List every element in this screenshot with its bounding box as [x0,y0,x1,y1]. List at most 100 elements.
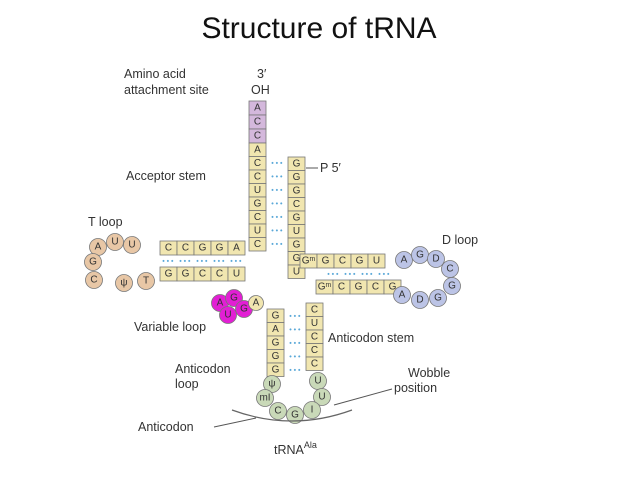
d-stem-bottom-base-letter: G [355,282,363,293]
anticodon-loop-base: U [309,372,327,390]
t-stem-pair-dots: ∙∙∙ [229,257,242,265]
d-stem-top-base-letter: C [339,256,346,267]
anticodon-right-base: C [305,302,324,317]
acceptor-left-base: C [248,237,267,252]
acceptor-pair-dots: ∙∙∙ [270,173,283,181]
anticodon-left-base-letter: G [272,351,280,362]
wobble-base: I [303,401,321,419]
t-stem-bottom-base-letter: G [182,269,190,280]
t-loop-base: ψ [115,274,133,292]
acceptor-left-base-letter: C [254,171,261,182]
anticodon-loop-base-letter: ψ [268,379,275,390]
d-stem-bottom-base-letter: G [389,282,397,293]
t-loop-base: U [123,236,141,254]
t-stem-pair-dots: ∙∙∙ [161,257,174,265]
page-title: Structure of tRNA [201,12,437,45]
terminal-base: C [248,114,267,130]
terminal-base-letter: C [254,117,261,128]
anticodon-left-base-letter: A [272,324,279,335]
d-loop-base: G [443,277,461,295]
acceptor-left-base: U [248,223,267,238]
wobble-label-line1: Wobble [408,366,450,380]
acceptor-pair-dots: ∙∙∙ [270,213,283,221]
d-stem-top-base-letter: U [373,256,380,267]
d-loop-base-bead [411,291,429,309]
t-loop-base-letter: G [89,257,97,268]
acceptor-right-base: G [287,183,306,198]
t-stem-bottom-base-letter: G [165,269,173,280]
t-loop-base: C [85,271,103,289]
acceptor-left-base-letter: U [254,225,261,236]
anticodon-base-letter: G [291,410,299,421]
anticodon-pair-dots: ∙∙∙ [288,326,301,334]
acceptor-right-base: G [287,170,306,185]
d-loop-base-letter: G [448,281,456,292]
acceptor-left-base: U [248,183,267,198]
anticodon-right-base-letter: C [311,358,318,369]
d-stem-pair-dots: ∙∙∙ [326,270,339,278]
d-loop-base-bead [395,251,413,269]
t-stem-bottom-base-box [227,266,246,282]
anticodon-pair-dots: ∙∙∙ [288,366,301,374]
oh-label: OH [251,83,270,97]
t-stem-top-base-letter: C [182,243,189,254]
t-loop-base-letter: U [128,240,135,251]
t-stem-top-base-box [227,240,246,256]
variable-loop-label: Variable loop [134,320,206,334]
acceptor-right-base-letter: U [293,266,300,277]
anticodon-pair-dots: ∙∙∙ [288,353,301,361]
five-prime-label: P 5′ [320,161,342,175]
acceptor-right-base-letter: G [293,185,301,196]
variable-loop-base-letter: A [217,298,224,309]
anticodon-loop-base-letter: U [318,392,325,403]
t-loop-base-letter: T [143,276,149,287]
d-stem-top-base-letter: Gᵐ [302,256,316,267]
terminal-base: A [248,100,267,116]
wobble-base-letter: I [311,405,314,416]
acceptor-left-base-letter: U [254,185,261,196]
acceptor-right-base-letter: G [293,253,301,264]
variable-loop-base-bead [219,306,237,324]
d-stem-top-base: Gᵐ [299,253,318,269]
d-stem-bottom-base-letter: Gᵐ [318,282,332,293]
three-prime-label: 3′ [257,67,267,81]
terminal-base-letter: A [254,103,261,114]
anticodon-right-base-letter: C [311,331,318,342]
anticodon-base-letter: C [274,406,281,417]
t-loop-base-bead [84,253,102,271]
anticodon-pair-dots: ∙∙∙ [288,312,301,320]
d-stem-top-base: U [367,253,386,269]
anticodon-left-base-letter: G [272,364,280,375]
anticodon-loop-base-bead [313,388,331,406]
d-loop-base-letter: G [434,293,442,304]
acceptor-left-base: C [248,210,267,225]
anticodon-loop-base: ψ [263,375,281,393]
anticodon-loop-base-bead [256,389,274,407]
d-stem-bottom-base-letter: C [372,282,379,293]
t-stem-bottom-base: C [193,266,212,282]
acceptor-pair-dots: ∙∙∙ [270,186,283,194]
anticodon-right-base-letter: U [311,318,318,329]
anticodon-bracket [231,409,353,422]
variable-loop-base: U [219,306,237,324]
t-loop-base-letter: ψ [120,278,127,289]
anticodon-right-base: U [305,316,324,331]
t-stem-pair-dots: ∙∙∙ [178,257,191,265]
base-pairing-layer: ∙∙∙∙∙∙∙∙∙∙∙∙∙∙∙∙∙∙∙∙∙∙∙∙∙∙∙∙∙∙∙∙∙∙∙∙∙∙∙∙… [161,159,390,374]
anticodon-pointer [213,417,257,428]
anticodon-left-base-letter: G [272,337,280,348]
t-loop-base: T [137,272,155,290]
acceptor-stem-label: Acceptor stem [126,169,206,183]
d-loop-base-bead [429,289,447,307]
trna-superscript: Ala [304,440,317,450]
anticodon-left-base: G [266,308,285,323]
d-stem-pair-dots: ∙∙∙ [377,270,390,278]
acceptor-right-base-letter: C [293,199,300,210]
t-stem-bottom-base: G [159,266,178,282]
t-stem-bottom-base-letter: C [199,269,206,280]
d-loop-base-letter: A [401,255,408,266]
anticodon-pair-dots: ∙∙∙ [288,339,301,347]
anticodon-loop-label-line1: Anticodon [175,362,231,376]
anticodon-left-base: G [266,362,285,377]
